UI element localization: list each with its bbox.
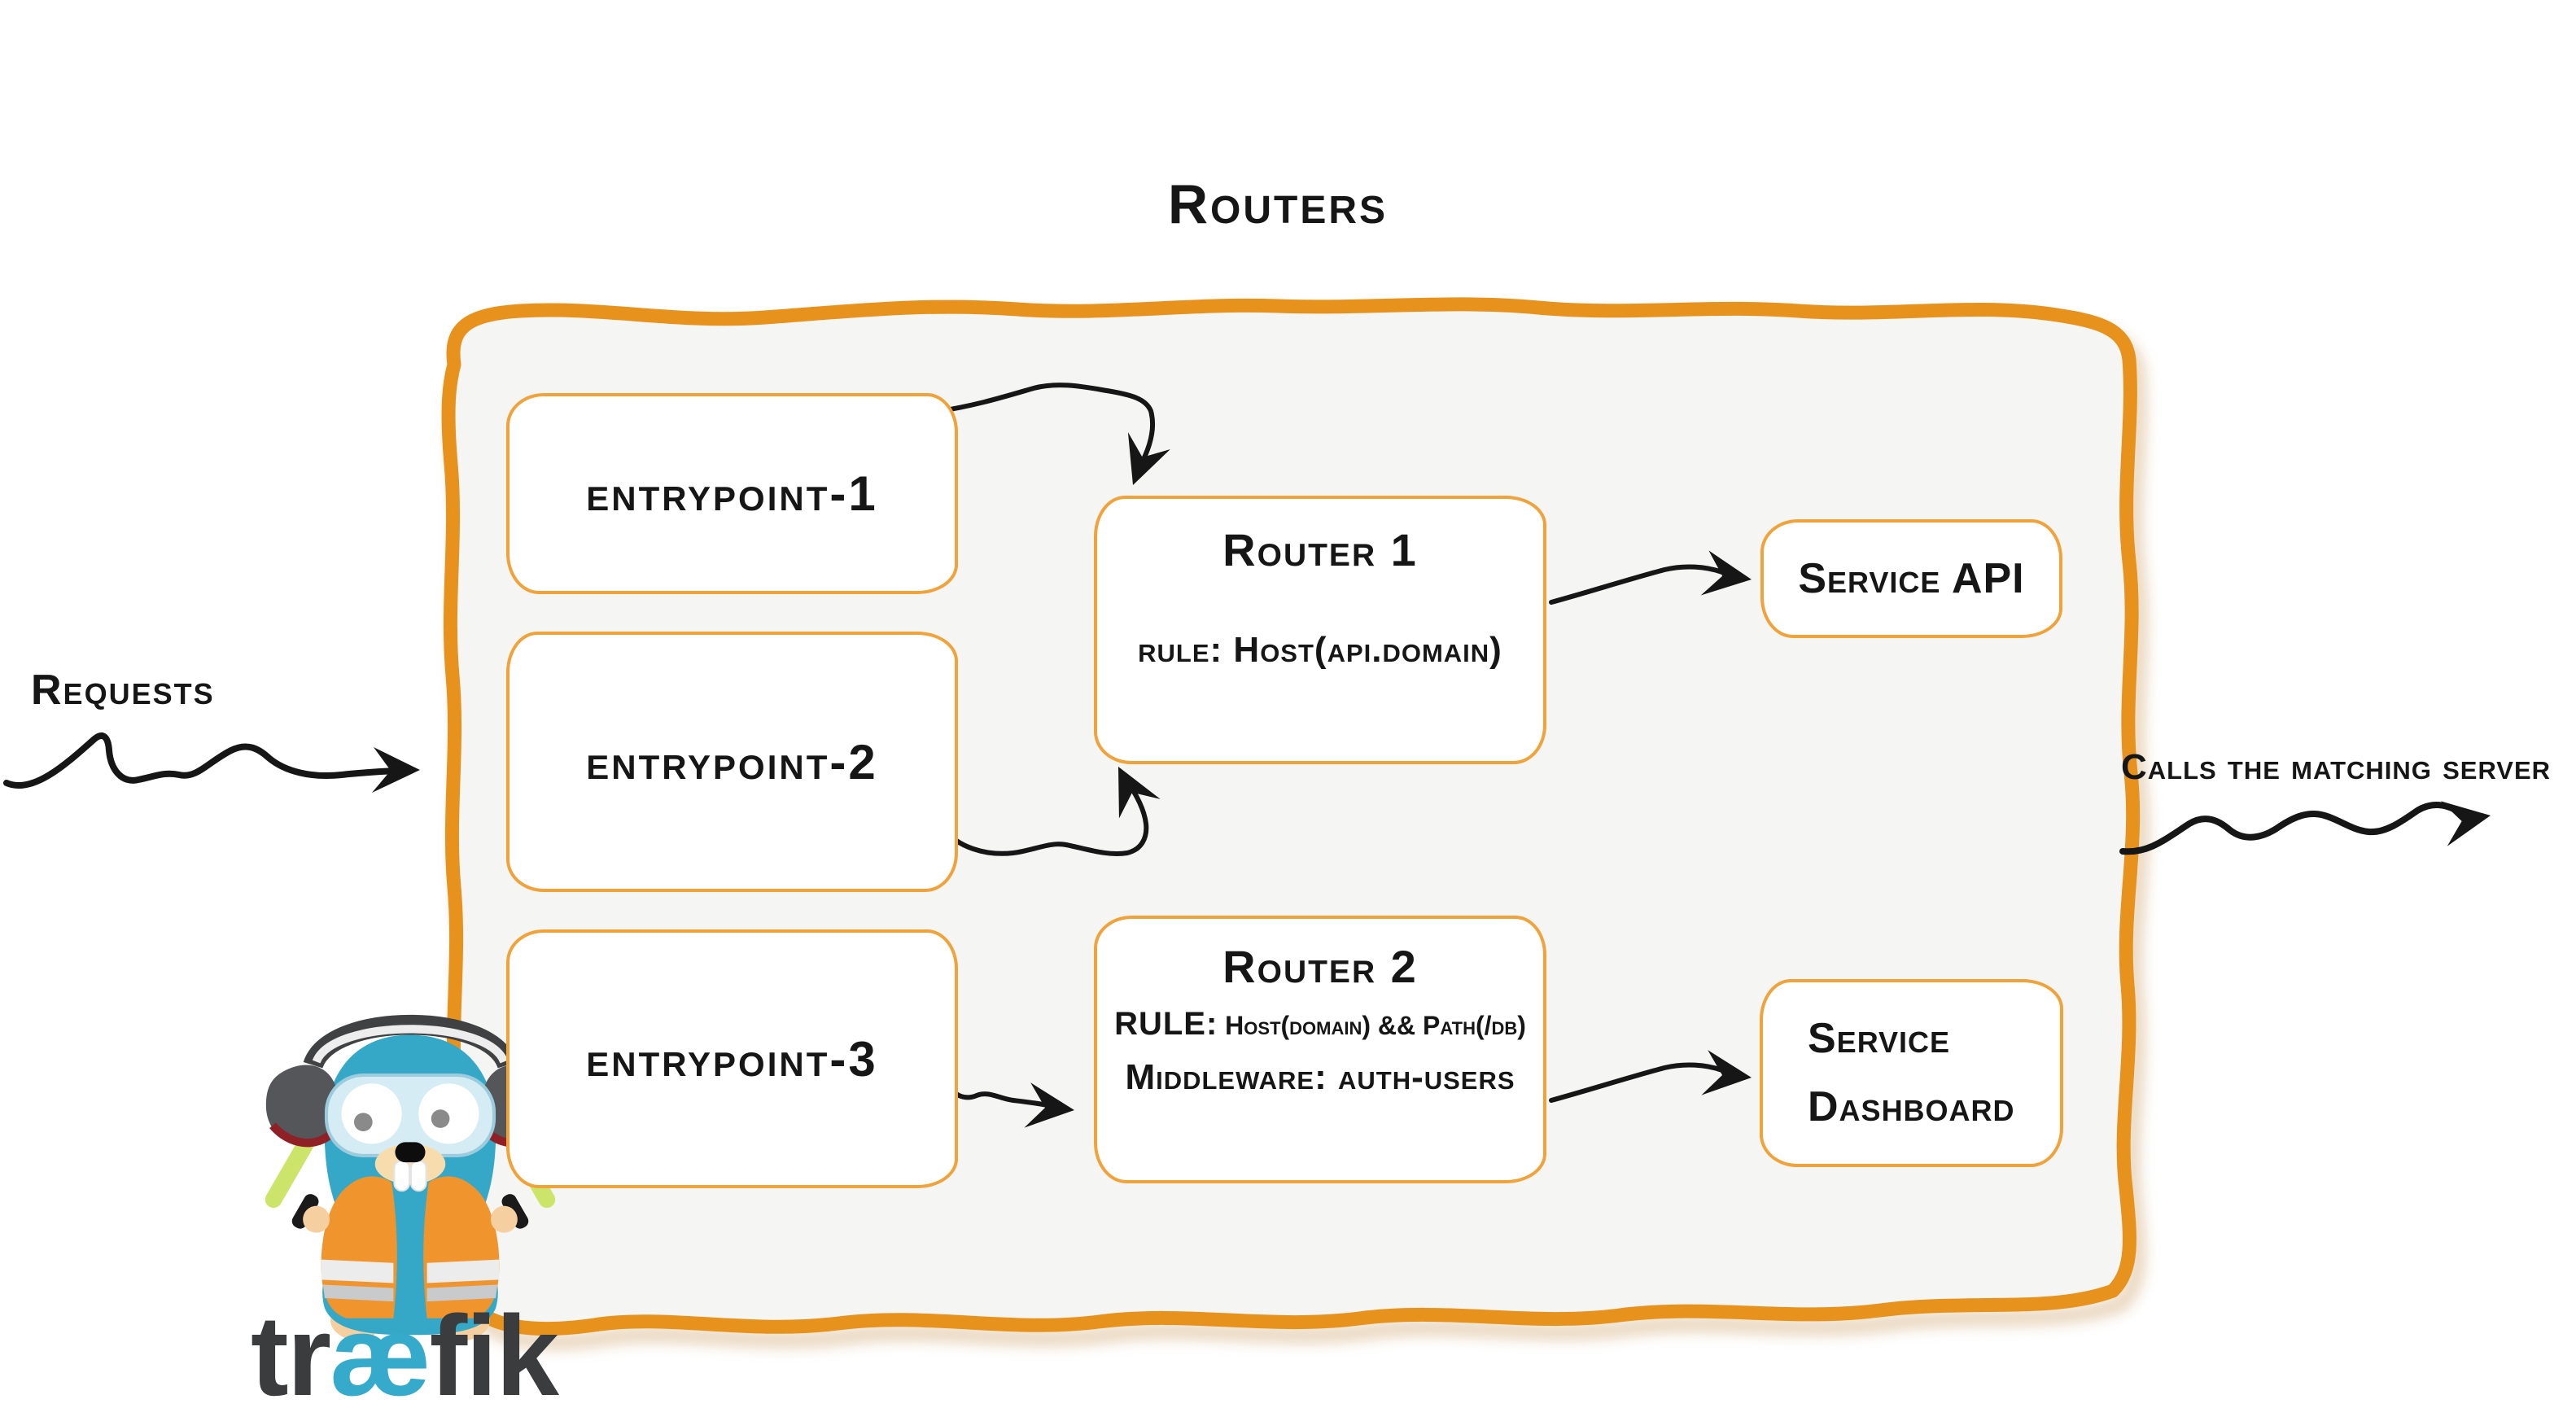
router-1-rule: rule: Host(api.domain) [1138,630,1502,670]
entrypoint-1-box: entrypoint-1 [506,393,958,594]
wordmark-part1: tr [251,1292,331,1408]
entrypoint-1-label: entrypoint-1 [586,466,878,521]
gopher-hand-right [490,1205,518,1233]
service-dashboard-label-line2: Dashboard [1808,1082,2015,1130]
arrow-entrypoint3-router2 [947,1082,1078,1135]
router-2-rule-prefix: RULE: [1114,1006,1218,1042]
router-2-rule-value: Host(domain) && Path(/db) [1225,1011,1526,1040]
traefik-wordmark: træfik [251,1299,559,1408]
service-dashboard-label-line1: Service [1808,1015,1951,1063]
wordmark-part2: æ [330,1292,431,1408]
gopher-headphone-band-highlight [312,1025,509,1064]
wordmark-part3: fik [429,1292,559,1408]
output-label: Calls the matching server [2121,747,2552,787]
router-1-box: Router 1 rule: Host(api.domain) [1094,496,1546,764]
arrow-router1-serviceapi [1549,550,1756,605]
gopher-goggles [324,1073,496,1157]
gopher-headphone-left-cup [265,1065,339,1148]
gopher-tooth-right [409,1160,427,1192]
router-2-middleware: Middleware: auth-users [1125,1057,1515,1097]
gopher-muzzle [374,1143,446,1184]
arrow-entrypoint1-router1 [934,383,1170,493]
router-1-name: Router 1 [1222,524,1418,575]
gopher-nose [395,1142,426,1163]
arrow-router2-servicedashboard [1549,1050,1755,1103]
entrypoint-3-box: entrypoint-3 [506,929,958,1188]
service-api-box: Service API [1760,519,2062,638]
arrow-entrypoint2-router1 [942,756,1161,856]
entrypoint-2-box: entrypoint-2 [506,632,958,892]
arrow-requests-in [3,732,421,794]
diagram-title: Routers [1167,173,1389,235]
entrypoint-2-label: entrypoint-2 [586,734,878,789]
entrypoint-3-label: entrypoint-3 [586,1031,878,1087]
gopher-hand-left [303,1205,330,1233]
gopher-baton-left [265,1130,319,1229]
requests-label: Requests [31,667,215,714]
router-2-rule: RULE: Host(domain) && Path(/db) [1097,1006,1543,1043]
service-api-label: Service API [1798,555,2025,602]
gopher-safety-vest [321,1176,500,1318]
router-2-name: Router 2 [1222,941,1418,992]
service-dashboard-box: Service Dashboard [1760,979,2063,1167]
arrow-calls-out [2119,794,2495,855]
gopher-tooth-left [393,1160,410,1192]
router-2-box: Router 2 RULE: Host(domain) && Path(/db)… [1094,916,1546,1183]
